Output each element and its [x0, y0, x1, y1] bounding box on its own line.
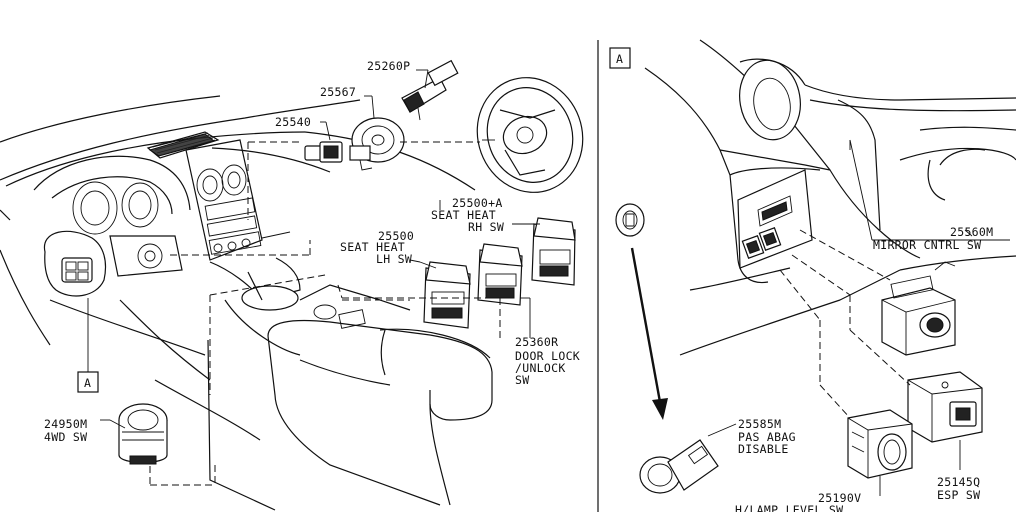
view-a-callout-box [77, 371, 99, 393]
view-a-callout-label: A [84, 376, 91, 390]
steering-wheel-illustration [476, 77, 584, 193]
part-25260p-label: 25260P [367, 59, 410, 73]
part-25500a-number: 25500+A [452, 196, 503, 210]
mirror-control-switch-part [881, 261, 956, 356]
combination-switch-part [401, 59, 459, 121]
view-a-detail-box [609, 47, 631, 69]
part-25585m-desc-2: DISABLE [738, 442, 789, 456]
install-arrow [630, 247, 668, 420]
dashboard-illustration [0, 95, 493, 511]
door-lock-switch-part [477, 243, 523, 306]
part-24950m-desc: 4WD SW [44, 430, 87, 444]
sensor-part [304, 141, 343, 163]
seat-heat-rh-switch-part [531, 217, 576, 286]
part-25360r-desc-3: SW [515, 373, 529, 387]
view-a-detail-label: A [616, 52, 623, 66]
part-25560m-desc: MIRROR CNTRL SW [873, 238, 981, 252]
right-leader-lines [779, 139, 1010, 496]
part-25567-label: 25567 [320, 85, 356, 99]
part-25360r-number: 25360R [515, 335, 558, 349]
part-25360r-desc-2: /UNLOCK [515, 361, 566, 375]
part-25500-number: 25500 [378, 229, 414, 243]
part-25145q-desc: ESP SW [937, 488, 980, 502]
part-25360r-desc-1: DOOR LOCK [515, 349, 580, 363]
part-24950m-number: 24950M [44, 417, 87, 431]
detail-a-illustration [615, 39, 1016, 356]
part-25560m-number: 25560M [950, 225, 993, 239]
part-25190v-desc: H/LAMP LEVEL SW [735, 503, 843, 512]
spiral-cable-part [349, 117, 405, 171]
4wd-switch-part [118, 403, 168, 465]
esp-switch-part [907, 371, 983, 443]
part-25500a-desc-2: RH SW [468, 220, 504, 234]
part-25500-desc-2: LH SW [376, 252, 412, 266]
part-25145q-number: 25145Q [937, 475, 980, 489]
pas-abag-disable-part [639, 423, 737, 494]
part-25500a-desc-1: SEAT HEAT [431, 208, 496, 222]
part-25540-label: 25540 [275, 115, 311, 129]
part-25585m-number: 25585M [738, 417, 781, 431]
seat-heat-lh-switch-part [423, 261, 471, 329]
headlamp-level-switch-part [847, 409, 913, 479]
part-25585m-desc-1: PAS ABAG [738, 430, 796, 444]
part-25190v-number: 25190V [818, 491, 861, 505]
part-25500-desc-1: SEAT HEAT [340, 240, 405, 254]
left-leader-lines [87, 69, 540, 486]
